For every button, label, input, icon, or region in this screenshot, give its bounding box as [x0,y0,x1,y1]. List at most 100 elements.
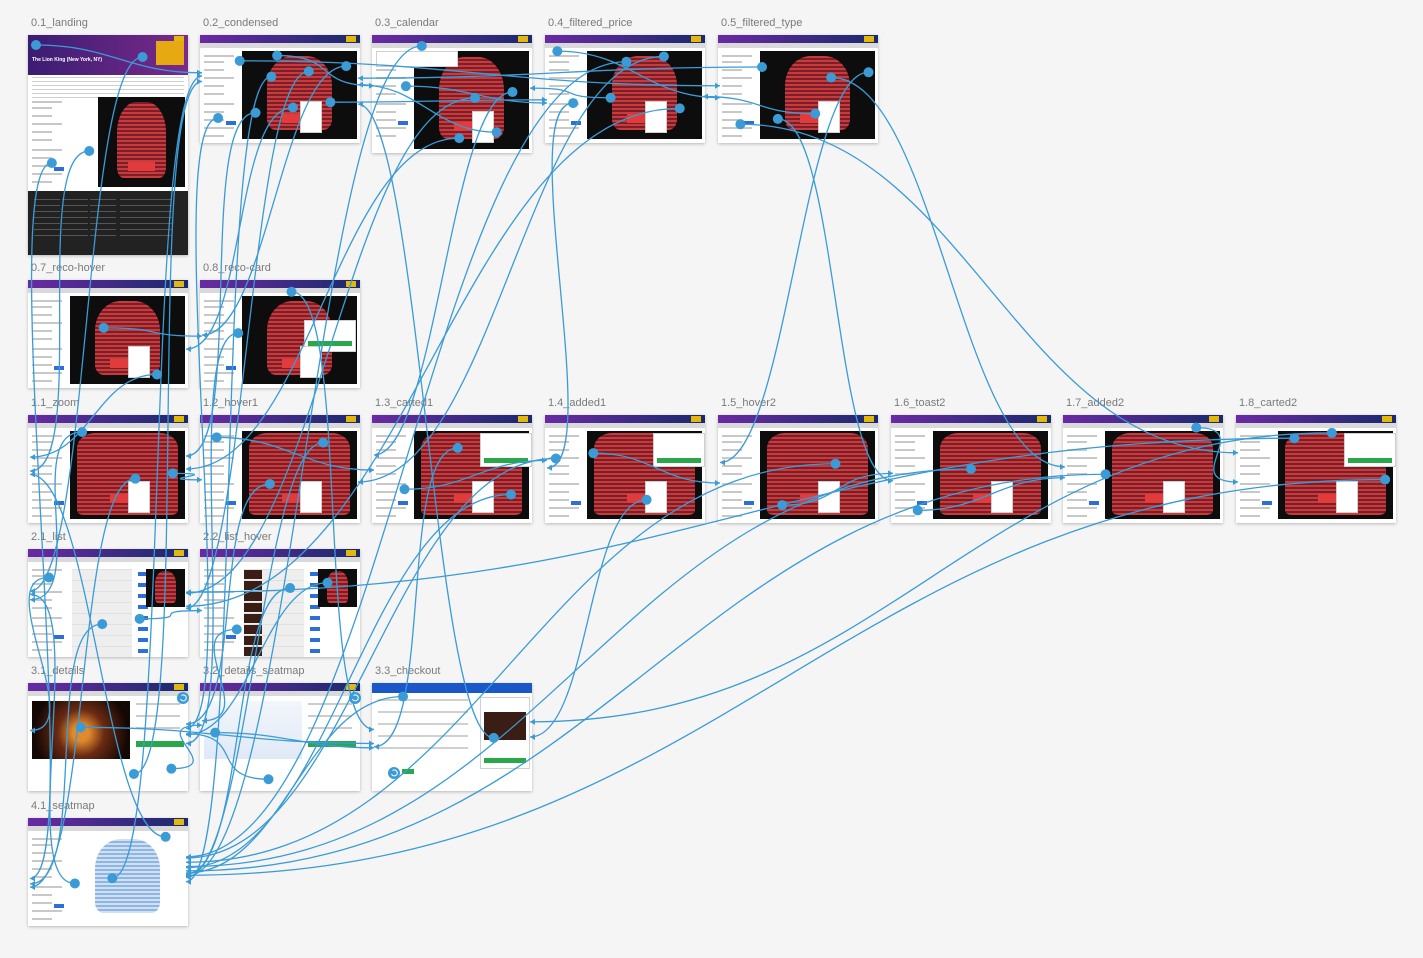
checkout-button[interactable] [484,458,528,463]
place-order-button[interactable] [483,758,527,763]
filter-line [204,372,234,374]
artboard-checkout[interactable]: 3.3_checkout [372,665,532,791]
artboard-hover1[interactable]: 1.2_hover1 [200,397,360,523]
filter-line [204,617,234,619]
filter-line [895,515,915,517]
artboard-zoom[interactable]: 1.1_zoom [28,397,188,523]
apply-button[interactable] [1262,501,1272,505]
event-bar [1236,423,1396,428]
cart-popover[interactable] [653,433,705,467]
listing-row[interactable] [72,613,132,624]
listing-row[interactable] [72,646,132,657]
price-legend [472,111,494,143]
price-legend [991,481,1013,513]
artboard-carted1[interactable]: 1.3_carted1 [372,397,532,523]
artboard-seatmap[interactable]: 4.1_seatmap [28,800,188,926]
listing-row[interactable] [72,602,132,613]
listing-select-button[interactable] [138,649,148,653]
artboard-list[interactable]: 2.1_list [28,531,188,657]
filter-line [1240,457,1270,459]
apply-button[interactable] [226,366,236,370]
apply-button[interactable] [54,501,64,505]
filter-line [722,499,742,501]
checkout-button[interactable] [657,458,701,463]
listing-select-button[interactable] [138,616,148,620]
cart-popover[interactable] [1344,433,1396,467]
artboard-list-hover[interactable]: 2.2_list_hover [200,531,360,657]
filter-sidebar [28,296,68,384]
apply-button[interactable] [398,501,408,505]
apply-button[interactable] [226,635,236,639]
filter-line [204,135,224,137]
listing-row[interactable] [72,591,132,602]
seat-view-photo [32,701,130,759]
artboard-added2[interactable]: 1.7_added2 [1063,397,1223,523]
artboard-hover2[interactable]: 1.5_hover2 [718,397,878,523]
artboard-label: 0.8_reco-card [203,262,271,274]
apply-button[interactable] [226,501,236,505]
listing-select-button[interactable] [310,616,320,620]
screen-filtered-type [718,35,878,143]
screen-carted2 [1236,415,1396,523]
cart-popover[interactable] [480,433,532,467]
artboard-condensed[interactable]: 0.2_condensed [200,17,360,143]
screen-carted1 [372,415,532,523]
filter-line [204,491,224,493]
calendar-popover[interactable] [376,51,458,67]
filter-line [549,111,569,113]
apply-button[interactable] [226,121,236,125]
artboard-added1[interactable]: 1.4_added1 [545,397,705,523]
apply-button[interactable] [744,501,754,505]
listing-row[interactable] [72,635,132,646]
listing-row[interactable] [72,580,132,591]
continue-button[interactable] [402,769,414,774]
apply-button[interactable] [744,121,754,125]
add-to-cart-button[interactable] [136,741,184,747]
add-to-cart-button[interactable] [308,741,356,747]
artboard-filtered-price[interactable]: 0.4_filtered_price [545,17,705,143]
apply-button[interactable] [398,121,408,125]
apply-button[interactable] [571,501,581,505]
checkout-button[interactable] [1348,458,1392,463]
apply-button[interactable] [1089,501,1099,505]
event-bar [372,43,532,48]
venue-map[interactable] [70,834,185,922]
listing-row[interactable] [72,624,132,635]
footer-links [146,199,172,239]
artboard-details-seatmap[interactable]: 3.2_details_seatmap [200,665,360,791]
listing-select-button[interactable] [310,649,320,653]
filter-sidebar [891,431,931,519]
mini-venue-map[interactable] [318,569,357,607]
filter-line [204,441,224,443]
filter-sidebar [718,51,758,139]
filter-line [1067,441,1087,443]
artboard-reco-hover[interactable]: 0.7_reco-hover [28,262,188,388]
artboard-carted2[interactable]: 1.8_carted2 [1236,397,1396,523]
artboard-details[interactable]: 3.1_details [28,665,188,791]
brand-logo [864,416,874,422]
listing-select-button[interactable] [138,638,148,642]
venue-map[interactable] [98,97,185,187]
artboard-toast2[interactable]: 1.6_toast2 [891,397,1051,523]
mini-venue-map[interactable] [146,569,185,607]
apply-button[interactable] [54,635,64,639]
event-photo [484,712,526,740]
listing-select-button[interactable] [310,638,320,642]
artboard-reco-card[interactable]: 0.8_reco-card [200,262,360,388]
listing-row[interactable] [72,569,132,580]
listing-select-button[interactable] [138,627,148,631]
listing-select-button[interactable] [310,627,320,631]
price-legend [818,101,840,133]
footer-links [34,199,60,239]
apply-button[interactable] [54,167,64,171]
filter-line [549,507,579,509]
apply-button[interactable] [571,121,581,125]
artboard-calendar[interactable]: 0.3_calendar [372,17,532,153]
filter-line [549,77,579,79]
apply-button[interactable] [54,366,64,370]
artboard-filtered-type[interactable]: 0.5_filtered_type [718,17,878,143]
filter-line [32,314,52,316]
apply-button[interactable] [54,904,64,908]
apply-button[interactable] [917,501,927,505]
